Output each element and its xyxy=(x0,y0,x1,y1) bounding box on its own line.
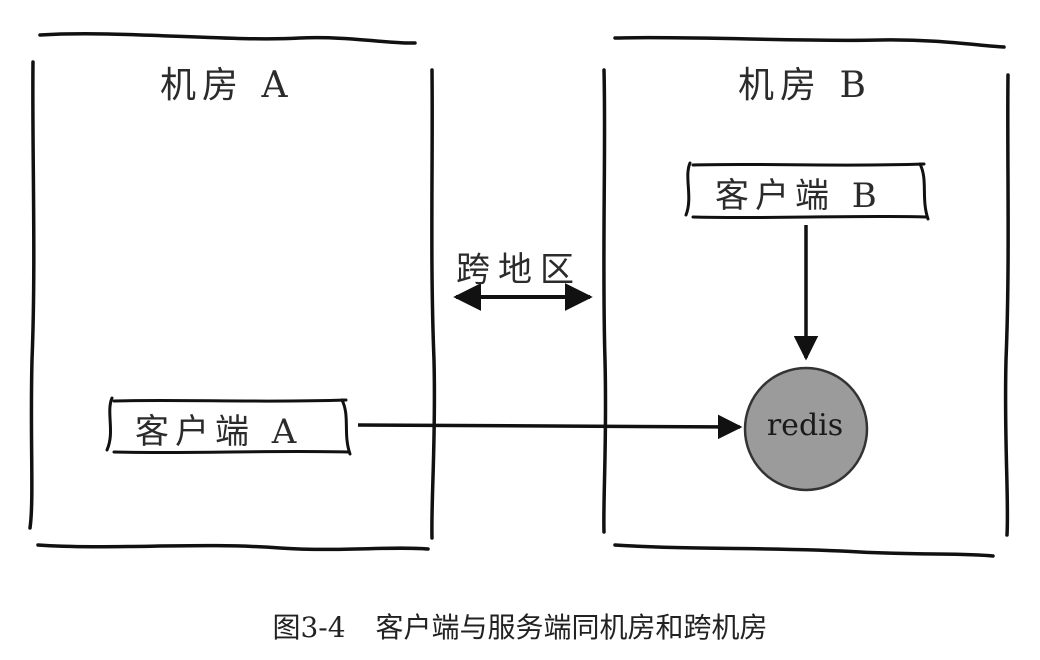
room-b-boundary xyxy=(602,35,1010,558)
room-a-title: 机房 A xyxy=(160,65,294,106)
room-b-title: 机房 B xyxy=(738,65,872,106)
client-b-box xyxy=(684,161,930,221)
figure-caption: 图3-4 客户端与服务端同机房和跨机房 xyxy=(0,606,1040,646)
deployment-diagram: 机房 A 机房 B 客户端 B 客户端 A 跨地区 redis xyxy=(28,32,1010,558)
client-b-label: 客户端 B xyxy=(715,176,883,216)
caption-text: 客户端与服务端同机房和跨机房 xyxy=(375,611,768,644)
diagram-canvas xyxy=(28,32,1010,558)
redis-node xyxy=(743,366,869,492)
figure-number: 图3-4 xyxy=(272,611,346,644)
client-a-to-redis-arrow xyxy=(357,414,743,440)
client-a-box xyxy=(105,396,352,456)
redis-label: redis xyxy=(766,408,844,443)
cross-region-label: 跨地区 xyxy=(456,250,582,290)
client-a-label: 客户端 A xyxy=(135,412,303,452)
room-a-boundary xyxy=(28,32,437,552)
